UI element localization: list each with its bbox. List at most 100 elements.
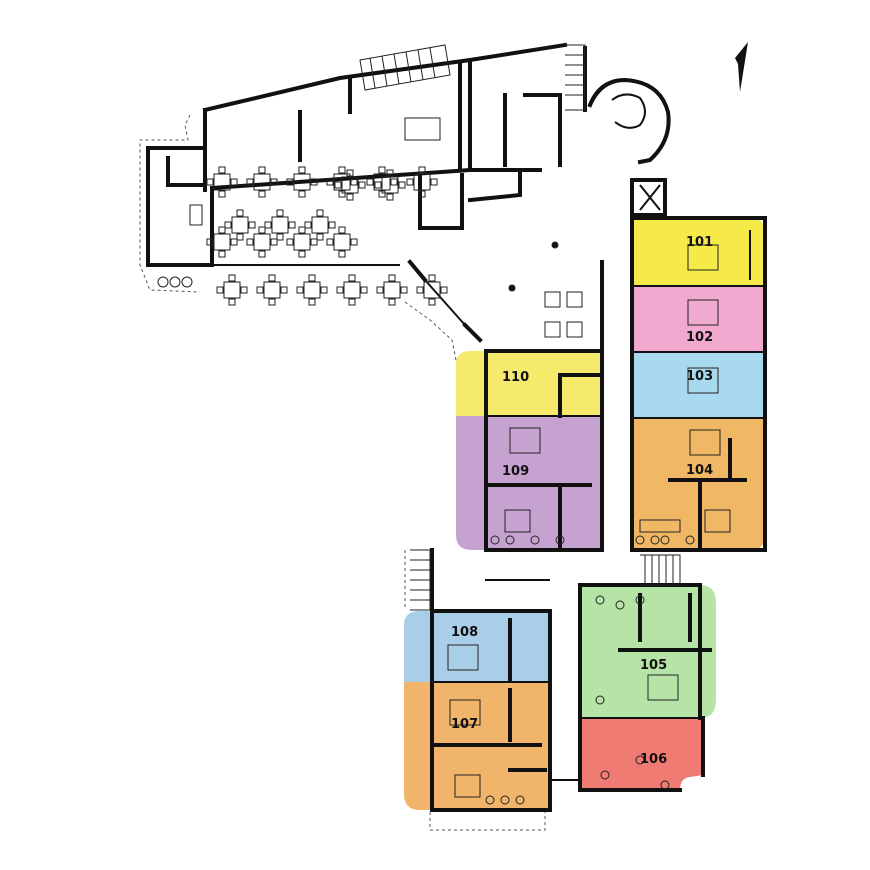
chair-icon xyxy=(326,178,334,186)
bed-icon xyxy=(687,299,719,326)
lobby-sofa xyxy=(544,321,561,338)
table-icon xyxy=(253,173,271,191)
room-label-104: 104 xyxy=(686,463,713,478)
table-icon xyxy=(383,281,401,299)
table-icon xyxy=(381,176,399,194)
room-101-fill[interactable] xyxy=(632,218,765,286)
chair-icon xyxy=(406,178,414,186)
bed-icon xyxy=(704,509,731,533)
bed-icon xyxy=(449,699,481,726)
table-icon xyxy=(263,281,281,299)
chair-icon xyxy=(216,286,224,294)
chair-icon xyxy=(270,238,278,246)
stairs xyxy=(359,44,681,611)
chair-icon xyxy=(320,286,328,294)
table-icon xyxy=(303,281,321,299)
table-icon xyxy=(253,233,271,251)
chair-icon xyxy=(388,298,396,306)
chair-icon xyxy=(338,166,346,174)
chair-icon xyxy=(316,209,324,217)
chair-icon xyxy=(236,209,244,217)
column xyxy=(551,241,559,249)
bed-icon xyxy=(509,427,541,454)
bed-icon xyxy=(647,674,679,701)
room-110-fill[interactable] xyxy=(456,351,602,416)
chair-icon xyxy=(428,274,436,282)
table-icon xyxy=(293,233,311,251)
chair-icon xyxy=(440,286,448,294)
table-icon xyxy=(213,173,231,191)
chair-icon xyxy=(338,226,346,234)
chair-icon xyxy=(228,298,236,306)
chair-icon xyxy=(258,190,266,198)
chair-icon xyxy=(338,250,346,258)
bed-icon xyxy=(689,429,721,456)
room-label-109: 109 xyxy=(502,464,529,479)
chair-icon xyxy=(206,178,214,186)
chair-icon xyxy=(218,250,226,258)
bed-icon xyxy=(687,244,719,271)
room-label-110: 110 xyxy=(502,370,529,385)
chair-icon xyxy=(310,178,318,186)
bed-icon xyxy=(687,367,719,394)
chair-icon xyxy=(286,178,294,186)
chair-icon xyxy=(230,238,238,246)
chair-icon xyxy=(358,181,366,189)
chair-icon xyxy=(258,250,266,258)
chair-icon xyxy=(416,286,424,294)
room-label-107: 107 xyxy=(451,717,478,732)
chair-icon xyxy=(256,286,264,294)
chair-icon xyxy=(280,286,288,294)
bed-icon xyxy=(504,509,531,533)
chair-icon xyxy=(388,274,396,282)
table-icon xyxy=(223,281,241,299)
chair-icon xyxy=(298,166,306,174)
room-label-106: 106 xyxy=(640,752,667,767)
table-icon xyxy=(343,281,361,299)
chair-icon xyxy=(264,221,272,229)
room-106-fill[interactable] xyxy=(580,718,703,790)
chair-icon xyxy=(418,166,426,174)
lobby-sofa xyxy=(544,291,561,308)
room-furniture xyxy=(157,117,731,805)
chair-icon xyxy=(304,221,312,229)
chair-icon xyxy=(386,193,394,201)
bar-counter xyxy=(404,117,441,141)
room-label-102: 102 xyxy=(686,330,713,345)
room-102-fill[interactable] xyxy=(632,286,765,352)
chair-icon xyxy=(224,221,232,229)
room-labels: 101 102 103 104 105 106 107 108 109 110 xyxy=(451,235,713,767)
room-108-fill[interactable] xyxy=(404,611,550,682)
room-103-fill[interactable] xyxy=(632,352,765,418)
chair-icon xyxy=(378,166,386,174)
chair-icon xyxy=(296,286,304,294)
chair-icon xyxy=(298,226,306,234)
chair-icon xyxy=(288,221,296,229)
bed-icon xyxy=(447,644,479,671)
chair-icon xyxy=(418,190,426,198)
table-icon xyxy=(423,281,441,299)
chair-icon xyxy=(400,286,408,294)
chair-icon xyxy=(308,274,316,282)
chair-icon xyxy=(246,238,254,246)
table-icon xyxy=(293,173,311,191)
chair-icon xyxy=(346,193,354,201)
chair-icon xyxy=(386,169,394,177)
chair-icon xyxy=(334,181,342,189)
chair-icon xyxy=(298,190,306,198)
chair-icon xyxy=(348,274,356,282)
kitchen-equipment xyxy=(189,204,203,226)
chair-icon xyxy=(346,169,354,177)
lobby-sofa xyxy=(566,291,583,308)
chair-icon xyxy=(286,238,294,246)
chair-icon xyxy=(310,238,318,246)
table-icon xyxy=(213,233,231,251)
chair-icon xyxy=(308,298,316,306)
chair-icon xyxy=(230,178,238,186)
site-outline xyxy=(139,114,546,831)
chair-icon xyxy=(348,298,356,306)
table-icon xyxy=(231,216,249,234)
chair-icon xyxy=(350,238,358,246)
chair-icon xyxy=(430,178,438,186)
